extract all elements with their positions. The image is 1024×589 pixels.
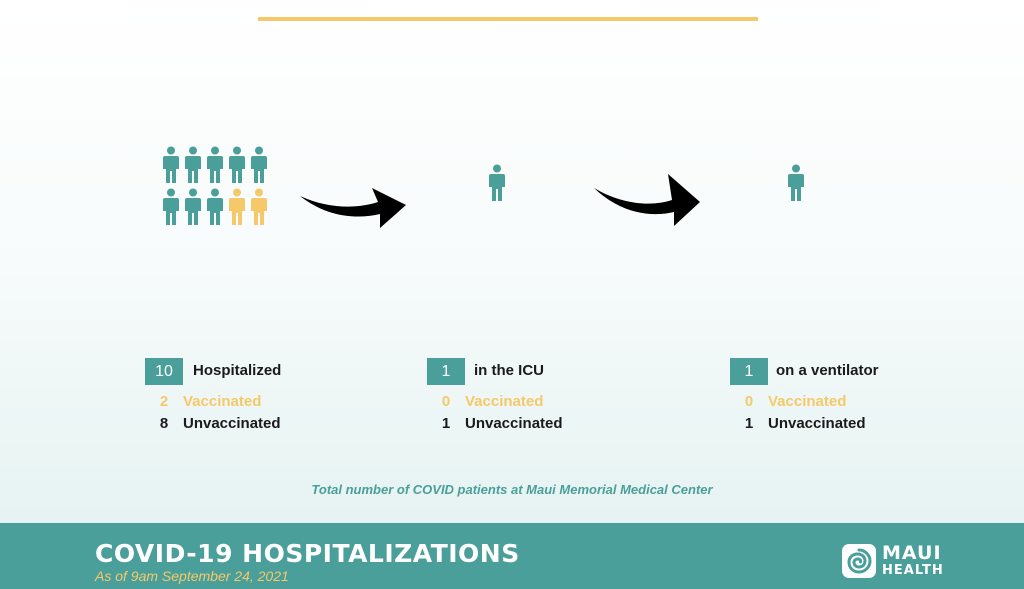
hospitalized-stat: 10 Hospitalized 2 Vaccinated 8 Unvaccina… xyxy=(145,358,405,448)
top-divider xyxy=(258,17,758,21)
vaccinated-count: 0 xyxy=(441,393,451,410)
vaccinated-label: Vaccinated xyxy=(183,393,262,410)
logo-text-health: HEALTH xyxy=(882,563,944,578)
unvaccinated-label: Unvaccinated xyxy=(183,415,281,432)
person-icon xyxy=(489,164,505,201)
ventilator-label: on a ventilator xyxy=(776,362,879,379)
person-icon xyxy=(251,146,267,183)
hospitalized-people-grid xyxy=(161,146,273,228)
vaccinated-count: 0 xyxy=(744,393,754,410)
hospitalized-label: Hospitalized xyxy=(193,362,282,379)
caption: Total number of COVID patients at Maui M… xyxy=(311,482,713,497)
footer-banner: COVID-19 HOSPITALIZATIONS As of 9am Sept… xyxy=(0,523,1024,589)
icu-stat: 1 in the ICU 0 Vaccinated 1 Unvaccinated xyxy=(427,358,687,448)
curved-arrow-icon xyxy=(300,188,406,228)
person-icon xyxy=(185,146,201,183)
person-icon xyxy=(229,188,245,225)
maui-health-logo-icon xyxy=(842,544,876,578)
person-icon xyxy=(788,164,804,201)
icu-label: in the ICU xyxy=(474,362,544,379)
curved-arrow-icon xyxy=(594,174,700,226)
hospitalized-count-badge: 10 xyxy=(145,358,183,385)
person-icon xyxy=(207,188,223,225)
person-icon xyxy=(207,146,223,183)
ventilator-stat: 1 on a ventilator 0 Vaccinated 1 Unvacci… xyxy=(730,358,990,448)
icu-count-badge: 1 xyxy=(427,358,465,385)
unvaccinated-count: 1 xyxy=(441,415,451,432)
person-icon xyxy=(185,188,201,225)
as-of-date: As of 9am September 24, 2021 xyxy=(95,568,289,584)
ventilator-count-badge: 1 xyxy=(730,358,768,385)
logo-text-maui: MAUI xyxy=(882,542,942,564)
vaccinated-label: Vaccinated xyxy=(465,393,544,410)
unvaccinated-label: Unvaccinated xyxy=(465,415,563,432)
person-icon xyxy=(229,146,245,183)
unvaccinated-count: 1 xyxy=(744,415,754,432)
person-icon xyxy=(251,188,267,225)
person-icon xyxy=(163,146,179,183)
person-icon xyxy=(163,188,179,225)
unvaccinated-count: 8 xyxy=(159,415,169,432)
maui-health-logo: MAUI HEALTH xyxy=(842,542,952,583)
vaccinated-count: 2 xyxy=(159,393,169,410)
page-title: COVID-19 HOSPITALIZATIONS xyxy=(95,539,520,568)
unvaccinated-label: Unvaccinated xyxy=(768,415,866,432)
vaccinated-label: Vaccinated xyxy=(768,393,847,410)
